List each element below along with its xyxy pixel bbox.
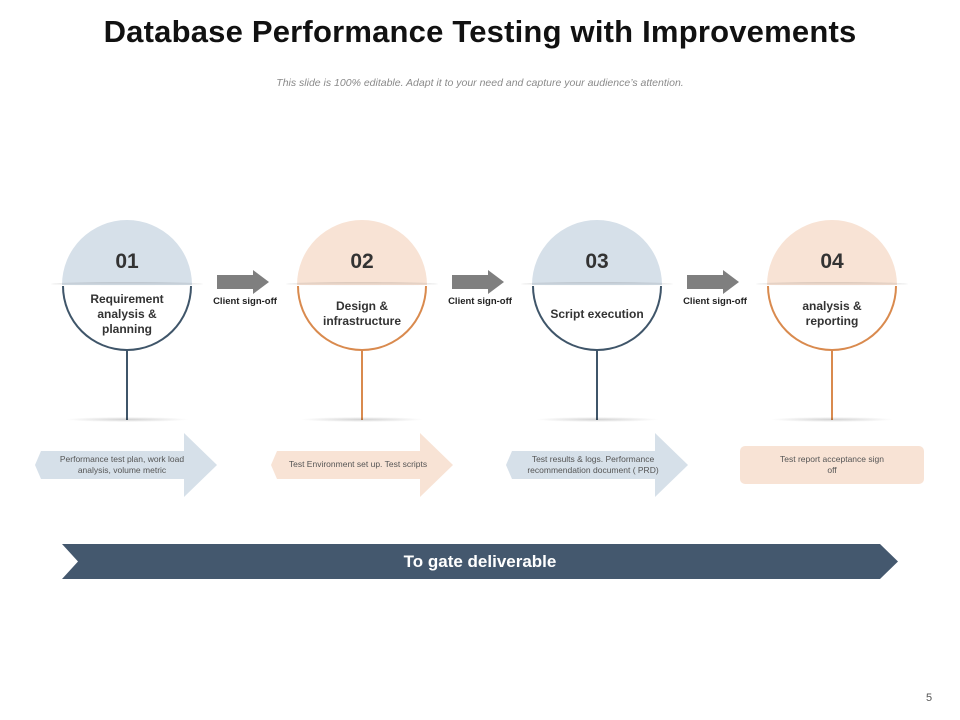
connector-3: Client sign-off <box>665 270 765 315</box>
step-1-shelf <box>65 417 189 422</box>
step-4-number: 04 <box>820 250 844 273</box>
step-2-shelf <box>300 417 424 422</box>
banner-text: To gate deliverable <box>403 551 557 571</box>
arrow-right-icon <box>687 270 739 294</box>
page-subtitle: This slide is 100% editable. Adapt it to… <box>276 77 684 89</box>
step-1: 01 Requirement analysis & planning <box>51 220 203 430</box>
deliverable-4-text: Test report acceptance sign off <box>780 453 884 475</box>
step-4-label: analysis & reporting <box>802 299 862 328</box>
arrow-right-icon <box>452 270 504 294</box>
step-4: 04 analysis & reporting <box>756 220 908 430</box>
step-3-number: 03 <box>585 250 609 273</box>
arrow-right-icon <box>217 270 269 294</box>
step-3-separator <box>521 282 673 286</box>
step-3: 03 Script execution <box>521 220 673 430</box>
deliverable-1: Performance test plan, work load analysi… <box>35 433 217 497</box>
step-1-stem <box>126 349 128 420</box>
step-3-label: Script execution <box>550 306 644 321</box>
deliverable-4: Test report acceptance sign off <box>740 446 924 484</box>
deliverable-1-arrow-shape <box>35 433 217 497</box>
step-2-stem <box>361 349 363 420</box>
step-4-shelf <box>770 417 894 422</box>
deliverable-2: Test Environment set up. Test scripts <box>271 433 453 497</box>
deliverable-3-text: Test results & logs. Performance recomme… <box>527 453 659 475</box>
deliverable-2-text: Test Environment set up. Test scripts <box>288 459 428 470</box>
deliverable-3: Test results & logs. Performance recomme… <box>506 433 688 497</box>
step-1-separator <box>51 282 203 286</box>
connector-3-label: Client sign-off <box>683 296 747 307</box>
step-4-separator <box>756 282 908 286</box>
connector-1: Client sign-off <box>195 270 295 315</box>
step-4-stem <box>831 349 833 420</box>
step-3-shelf <box>535 417 659 422</box>
step-2-number: 02 <box>350 250 374 273</box>
connector-2-label: Client sign-off <box>448 296 512 307</box>
connector-2: Client sign-off <box>430 270 530 315</box>
banner-shape <box>62 544 898 579</box>
step-2-label: Design & infrastructure <box>322 299 402 328</box>
connector-1-label: Client sign-off <box>213 296 277 307</box>
gate-banner: To gate deliverable <box>62 544 898 579</box>
deliverable-3-arrow-shape <box>506 433 688 497</box>
deliverable-1-text: Performance test plan, work load analysi… <box>59 453 185 475</box>
page-number: 5 <box>926 692 933 704</box>
step-1-number: 01 <box>115 250 139 273</box>
step-2-separator <box>286 282 438 286</box>
step-3-stem <box>596 349 598 420</box>
step-2: 02 Design & infrastructure <box>286 220 438 430</box>
deliverable-2-arrow-shape <box>271 433 453 497</box>
page-title: Database Performance Testing with Improv… <box>103 14 857 49</box>
step-1-label: Requirement analysis & planning <box>90 291 164 336</box>
